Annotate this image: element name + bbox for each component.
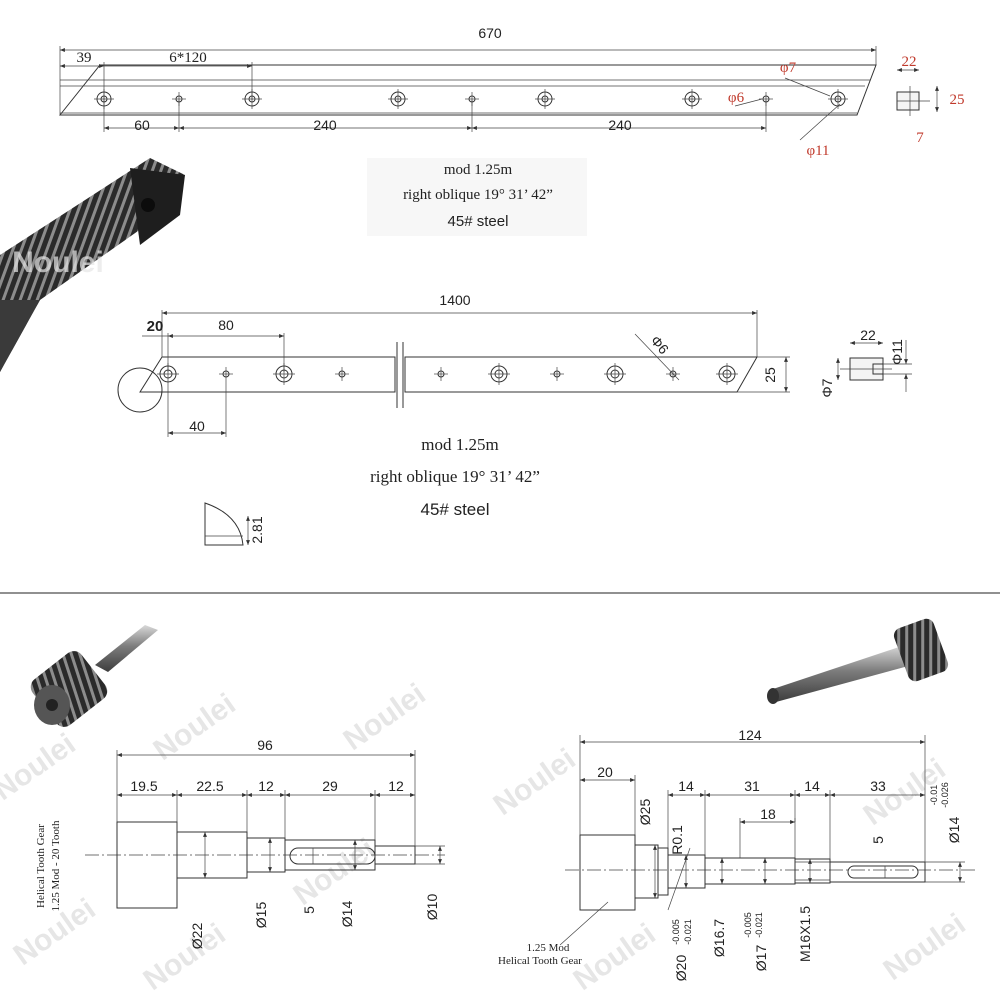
shaft2-dia-14: Ø14 (946, 817, 962, 844)
shaft1-photo (30, 625, 158, 727)
shaft2-dia-16-7: Ø16.7 (711, 919, 727, 957)
watermark-text: Noulei (878, 907, 972, 987)
rack1-section-depth: 7 (916, 130, 924, 146)
shaft2-dia-25: Ø25 (637, 799, 653, 826)
shaft2-drawing: 124 20 14 31 14 33 18 5 Ø25 R0.1 Ø20 (498, 727, 975, 981)
watermark-layer: Noulei Noulei Noulei Noulei Noulei Noule… (0, 677, 972, 997)
rack1-hole-phi7: φ7 (780, 60, 797, 76)
rack1-hole-large (682, 89, 702, 109)
shaft2-tol-20-upper: -0.005 (671, 919, 681, 945)
shaft2-tol-20-lower: -0.021 (683, 919, 693, 945)
watermark-text: Noulei (288, 832, 382, 912)
shaft2-overall-length: 124 (738, 727, 762, 743)
shaft1-overall-length: 96 (257, 737, 273, 753)
rack2-holes (157, 363, 738, 385)
rack2-hole-small (335, 367, 349, 381)
rack1-edge-offset: 39 (77, 50, 92, 66)
shaft2-radius: R0.1 (669, 825, 685, 855)
rack2-hole-large (604, 363, 626, 385)
rack2-height: 25 (762, 367, 778, 383)
rack1-hole-large (535, 89, 555, 109)
shaft1-gear-label-1: Helical Tooth Gear (35, 824, 47, 908)
rack2-drawing: 1400 20 80 Φ6 40 (117, 292, 912, 546)
shaft1-seg-4: 29 (322, 778, 338, 794)
watermark-text: Noulei (138, 917, 232, 997)
watermark-text: Noulei (488, 742, 582, 822)
shaft1-seg-5: 12 (388, 778, 404, 794)
shaft1-seg-3: 12 (258, 778, 274, 794)
shaft2-seg-33: 33 (870, 778, 886, 794)
rack2-hole-large (488, 363, 510, 385)
shaft1-dia-15: Ø15 (253, 902, 269, 929)
rack1-span-a: 240 (313, 117, 337, 133)
rack1-cross-section: 22 25 7 (896, 54, 965, 146)
rack2-hole-small (219, 367, 233, 381)
rack1-drawing: 670 39 6*120 60 240 240 (58, 25, 965, 236)
shaft2-key-width: 5 (870, 836, 886, 844)
shaft2-seg-31: 31 (744, 778, 760, 794)
rack2-hole-large (716, 363, 738, 385)
rack-photo-watermark: Noulei (12, 246, 104, 279)
shaft2-seg-14a: 14 (678, 778, 694, 794)
rack2-note-material: 45# steel (421, 500, 490, 519)
shaft1-seg-1: 19.5 (130, 778, 157, 794)
shaft2-gear-label-1: 1.25 Mod (527, 942, 570, 954)
shaft2-key-length: 18 (760, 806, 776, 822)
shaft2-tol-17-upper: -0.005 (743, 912, 753, 938)
shaft1-seg-2: 22.5 (196, 778, 223, 794)
watermark-text: Noulei (0, 727, 82, 807)
rack2-note-module: mod 1.25m (421, 435, 498, 454)
shaft2-tol-14-lower: -0.026 (940, 782, 950, 808)
rack1-overall-length: 670 (478, 25, 502, 41)
rack2-hole-small (550, 367, 564, 381)
shaft1-key-width: 5 (301, 906, 317, 914)
rack2-hole-large (273, 363, 295, 385)
rack1-note-material: 45# steel (448, 213, 509, 230)
shaft2-dia-20: Ø20 (673, 955, 689, 982)
rack2-hole-diameter: Φ6 (648, 332, 673, 357)
rack2-section-d7: Φ7 (819, 378, 835, 397)
shaft1-gear-label-2: 1.25 Mod - 20 Tooth (50, 820, 62, 912)
rack2-edge-offset: 20 (147, 318, 164, 335)
rack1-section-height: 25 (950, 92, 965, 108)
shaft2-photo (767, 618, 949, 704)
rack2-note-helix: right oblique 19° 31’ 42” (370, 467, 540, 486)
shaft2-gear-length: 20 (597, 764, 613, 780)
rack1-note-helix: right oblique 19° 31’ 42” (403, 187, 553, 203)
shaft2-thread: M16X1.5 (797, 906, 813, 962)
rack2-section-width: 22 (860, 327, 876, 343)
rack1-section-width: 22 (902, 54, 917, 70)
rack1-note-module: mod 1.25m (444, 162, 513, 178)
shaft2-dia-17: Ø17 (753, 945, 769, 972)
rack1-first-hole-dim: 60 (134, 117, 150, 133)
rack2-overall-length: 1400 (439, 292, 470, 308)
shaft2-seg-14b: 14 (804, 778, 820, 794)
rack1-hole-phi6: φ6 (728, 90, 745, 106)
watermark-text: Noulei (338, 677, 432, 757)
rack2-hole-small (434, 367, 448, 381)
rack2-first-hole-dim: 40 (189, 418, 205, 434)
rack1-hole-large (242, 89, 262, 109)
rack1-bar (58, 64, 877, 116)
shaft1-dia-gear: Ø22 (189, 923, 205, 950)
shaft2-gear-label-2: Helical Tooth Gear (498, 955, 582, 967)
rack2-pitch: 80 (218, 317, 234, 333)
shaft2-tol-14-upper: -0.01 (929, 785, 939, 806)
rack2-section-d11: Φ11 (889, 339, 905, 365)
shaft2-tol-17-lower: -0.021 (754, 912, 764, 938)
rack1-hole-phi11: φ11 (806, 143, 829, 159)
rack2-profile-dim: 2.81 (249, 516, 265, 543)
shaft1-dia-10: Ø10 (424, 894, 440, 921)
rack1-pitch-spec: 6*120 (169, 50, 207, 66)
rack2-tooth-profile: 2.81 (204, 502, 265, 546)
rack1-span-b: 240 (608, 117, 632, 133)
shaft1-dia-14: Ø14 (339, 901, 355, 928)
rack2-hole-large (157, 363, 179, 385)
rack1-hole-large (388, 89, 408, 109)
rack2-cross-section: 22 Φ11 Φ7 (819, 327, 912, 397)
shaft1-drawing: 96 19.5 22.5 12 29 12 Ø22 Ø15 5 Ø14 Ø10 … (35, 737, 445, 949)
rack-photo: Noulei (0, 158, 185, 372)
